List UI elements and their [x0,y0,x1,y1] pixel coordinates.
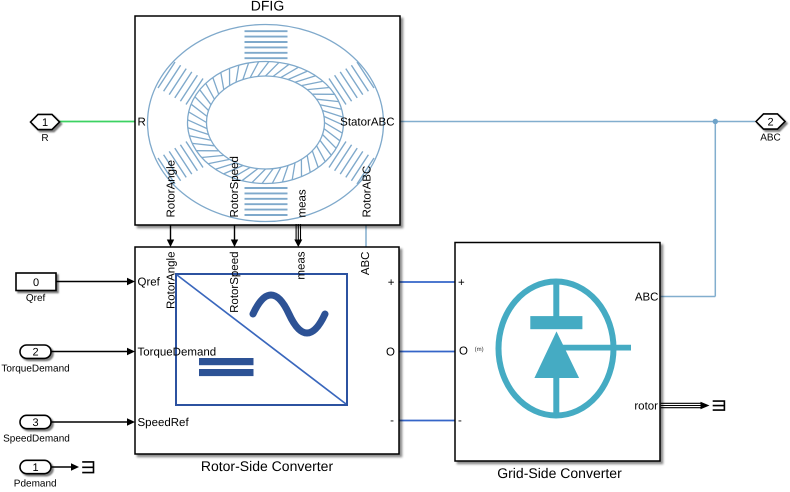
svg-text:O: O [459,346,468,358]
svg-text:ABC: ABC [635,292,659,304]
svg-text:+: + [388,277,395,289]
svg-text:Qref: Qref [26,293,46,304]
svg-text:Grid-Side Converter: Grid-Side Converter [497,465,622,481]
svg-text:RotorAngle: RotorAngle [166,160,178,218]
svg-text:RotorSpeed: RotorSpeed [229,156,241,217]
svg-text:R: R [41,133,48,144]
svg-text:2: 2 [767,117,773,129]
svg-text:meas: meas [297,189,309,217]
svg-text:R: R [138,117,146,129]
svg-text:StatorABC: StatorABC [340,117,394,129]
svg-text:SpeedRef: SpeedRef [138,417,190,429]
svg-text:1: 1 [32,462,38,474]
svg-text:-: - [390,415,394,427]
svg-text:Qref: Qref [138,277,161,289]
svg-text:ABC: ABC [360,252,372,276]
svg-text:TorqueDemand: TorqueDemand [1,363,69,374]
svg-text:+: + [458,277,465,289]
svg-text:TorqueDemand: TorqueDemand [138,347,217,359]
svg-text:(m): (m) [475,346,484,353]
svg-text:Rotor-Side Converter: Rotor-Side Converter [201,458,334,474]
svg-text:SpeedDemand: SpeedDemand [3,433,70,444]
svg-text:ABC: ABC [760,132,781,143]
svg-text:0: 0 [33,277,39,289]
svg-text:O: O [386,347,395,359]
svg-text:-: - [458,415,462,427]
svg-text:Pdemand: Pdemand [14,478,57,489]
svg-text:RotorSpeed: RotorSpeed [229,252,241,313]
svg-text:DFIG: DFIG [251,0,284,14]
svg-text:3: 3 [32,417,38,429]
svg-text:rotor: rotor [634,401,658,413]
svg-text:2: 2 [32,347,38,359]
svg-text:meas: meas [296,251,308,279]
svg-text:1: 1 [42,117,48,129]
svg-text:RotorAngle: RotorAngle [166,252,178,310]
svg-text:RotorABC: RotorABC [362,166,374,218]
